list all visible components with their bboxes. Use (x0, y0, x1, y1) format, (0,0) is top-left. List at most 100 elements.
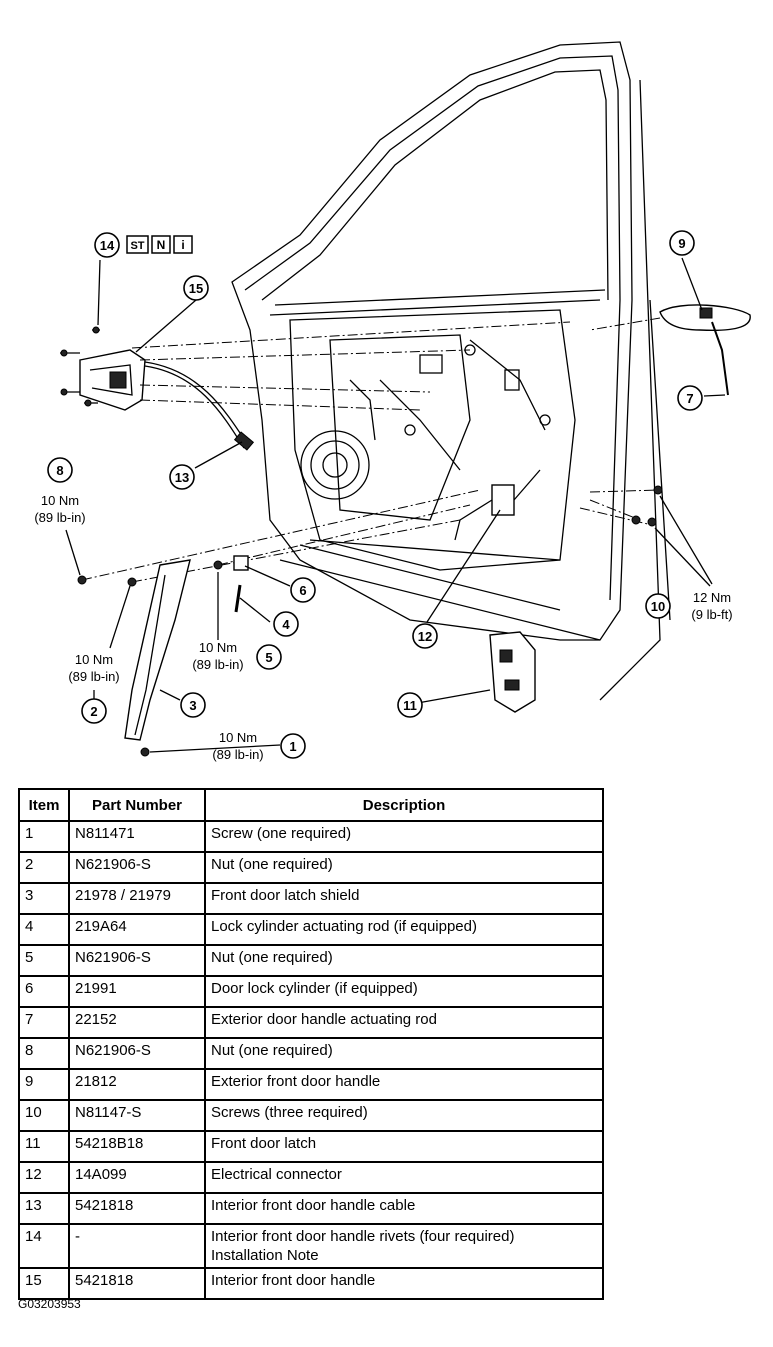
front-door-latch (489, 631, 536, 713)
svg-text:9: 9 (678, 236, 685, 251)
cell-item: 9 (18, 1068, 70, 1101)
header-item: Item (18, 788, 70, 822)
cell-description: Door lock cylinder (if equipped) (204, 975, 604, 1008)
symbol-boxes: ST N i (126, 235, 193, 254)
callout-11: 11 (397, 692, 423, 718)
svg-text:6: 6 (299, 583, 306, 598)
cell-item: 15 (18, 1267, 70, 1300)
alignment-lines (81, 317, 661, 583)
description-line: Lock cylinder actuating rod (if equipped… (211, 918, 477, 935)
cell-part-number: 5421818 (68, 1267, 206, 1300)
torque-10-nm: 12 Nm (693, 590, 731, 605)
description-line: Screw (one required) (211, 825, 352, 842)
cell-part-number: 21991 (68, 975, 206, 1008)
svg-text:2: 2 (90, 704, 97, 719)
cell-item: 3 (18, 882, 70, 915)
cell-part-number: 22152 (68, 1006, 206, 1039)
cell-description: Exterior door handle actuating rod (204, 1006, 604, 1039)
door-inner-panel (289, 309, 576, 571)
cell-item: 12 (18, 1161, 70, 1194)
svg-text:7: 7 (686, 391, 693, 406)
torque-8-nm: 10 Nm (41, 493, 79, 508)
cell-description: Interior front door handle cable (204, 1192, 604, 1225)
svg-text:15: 15 (189, 281, 203, 296)
screws-10 (631, 485, 713, 587)
svg-text:4: 4 (282, 617, 290, 632)
latch-shield (124, 559, 191, 741)
table-header-row: Item Part Number Description (18, 788, 604, 822)
torque-2-nm: 10 Nm (75, 652, 113, 667)
description-line: Exterior door handle actuating rod (211, 1011, 437, 1028)
callout-1: 1 (280, 733, 306, 759)
cell-item: 5 (18, 944, 70, 977)
callout-2: 2 (81, 698, 107, 724)
callout-4: 4 (273, 611, 299, 637)
callout-8: 8 (47, 457, 73, 483)
cell-part-number: N621906-S (68, 1037, 206, 1070)
cell-description: Electrical connector (204, 1161, 604, 1194)
cell-item: 2 (18, 851, 70, 884)
description-line: Front door latch shield (211, 887, 360, 904)
cell-description: Nut (one required) (204, 1037, 604, 1070)
fasteners (77, 560, 281, 757)
callout-3: 3 (180, 692, 206, 718)
description-line: Interior front door handle (211, 1272, 376, 1289)
cell-part-number: N811471 (68, 820, 206, 853)
cell-part-number: 5421818 (68, 1192, 206, 1225)
description-line: Interior front door handle rivets (four … (211, 1228, 515, 1245)
svg-text:8: 8 (56, 463, 63, 478)
table-row: 14-Interior front door handle rivets (fo… (18, 1223, 604, 1269)
torque-10-lb: (9 lb-ft) (691, 607, 732, 622)
n-symbol (151, 235, 171, 254)
description-line: Nut (one required) (211, 949, 333, 966)
cell-item: 13 (18, 1192, 70, 1225)
svg-text:11: 11 (403, 698, 417, 713)
interior-door-handle (79, 349, 255, 451)
callout-7: 7 (677, 385, 703, 411)
svg-text:14: 14 (100, 238, 115, 253)
header-part-number: Part Number (68, 788, 206, 822)
door-exploded-diagram: 14 ST N i 15 13 8 9 7 6 4 5 2 3 1 12 11 … (34, 41, 751, 762)
torque-2-lb: (89 lb-in) (68, 669, 119, 684)
cell-description: Nut (one required) (204, 944, 604, 977)
cell-description: Lock cylinder actuating rod (if equipped… (204, 913, 604, 946)
cell-description: Front door latch (204, 1130, 604, 1163)
cell-item: 8 (18, 1037, 70, 1070)
callout-13: 13 (169, 464, 195, 490)
svg-text:12: 12 (418, 629, 432, 644)
cell-part-number: 14A099 (68, 1161, 206, 1194)
cell-item: 6 (18, 975, 70, 1008)
figure-id: G03203953 (18, 1297, 81, 1311)
cell-description: Screw (one required) (204, 820, 604, 853)
description-line: Interior front door handle cable (211, 1197, 416, 1214)
callout-10: 10 (645, 593, 671, 619)
cell-description: Screws (three required) (204, 1099, 604, 1132)
cell-description: Exterior front door handle (204, 1068, 604, 1101)
cell-part-number: 21812 (68, 1068, 206, 1101)
lock-cylinder (233, 555, 249, 613)
callout-6: 6 (290, 577, 316, 603)
description-line: Front door latch (211, 1135, 317, 1152)
svg-text:13: 13 (175, 470, 189, 485)
svg-text:5: 5 (265, 650, 272, 665)
description-line: Nut (one required) (211, 1042, 333, 1059)
svg-text:i: i (181, 238, 184, 252)
cell-item: 10 (18, 1099, 70, 1132)
svg-text:ST: ST (130, 240, 144, 252)
torque-1-nm: 10 Nm (219, 730, 257, 745)
cell-item: 11 (18, 1130, 70, 1163)
cell-description: Front door latch shield (204, 882, 604, 915)
st-symbol (126, 235, 149, 254)
cell-part-number: N621906-S (68, 944, 206, 977)
torque-8-lb: (89 lb-in) (34, 510, 85, 525)
